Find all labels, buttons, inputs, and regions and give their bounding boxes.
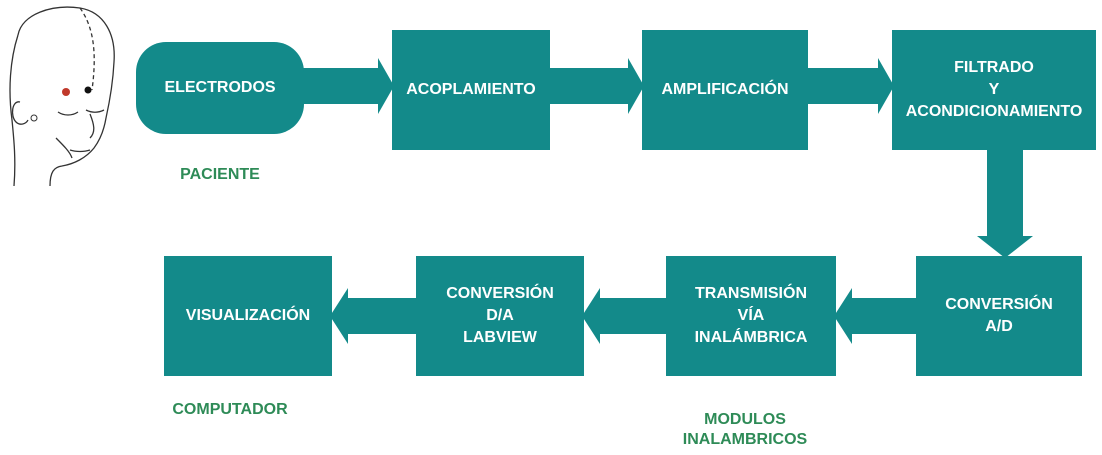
block-conversion-da: CONVERSIÓN D/A LABVIEW <box>416 256 584 376</box>
block-acoplamiento: ACOPLAMIENTO <box>392 30 550 150</box>
arrow-electrodos-to-acoplamiento <box>302 58 394 114</box>
arrow-acoplamiento-to-amplificacion <box>548 58 644 114</box>
caption-computador: COMPUTADOR <box>172 401 288 418</box>
arrow-amplificacion-to-filtrado <box>806 58 894 114</box>
caption-paciente: PACIENTE <box>180 166 260 183</box>
electrode-red-dot <box>62 88 70 96</box>
block-filtrado: FILTRADO Y ACONDICIONAMIENTO <box>892 30 1096 150</box>
block-transmision: TRANSMISIÓN VÍA INALÁMBRICA <box>666 256 836 376</box>
ear-electrode-icon <box>30 114 38 122</box>
arrow-conversion-ad-to-transmision <box>834 288 918 344</box>
electrode-black-dot <box>84 86 92 94</box>
block-conversion-ad: CONVERSIÓN A/D <box>916 256 1082 376</box>
arrow-conversion-da-to-visualizacion <box>330 288 418 344</box>
block-electrodos: ELECTRODOS <box>136 42 304 134</box>
head-outline <box>9 6 115 187</box>
arrow-transmision-to-conversion-da <box>582 288 668 344</box>
caption-modulos: MODULOS INALAMBRICOS <box>682 411 808 448</box>
block-visualizacion: VISUALIZACIÓN <box>164 256 332 376</box>
arrow-filtrado-to-conversion-ad <box>977 148 1033 258</box>
patient-head-illustration <box>9 6 115 187</box>
block-amplificacion: AMPLIFICACIÓN <box>642 30 808 150</box>
